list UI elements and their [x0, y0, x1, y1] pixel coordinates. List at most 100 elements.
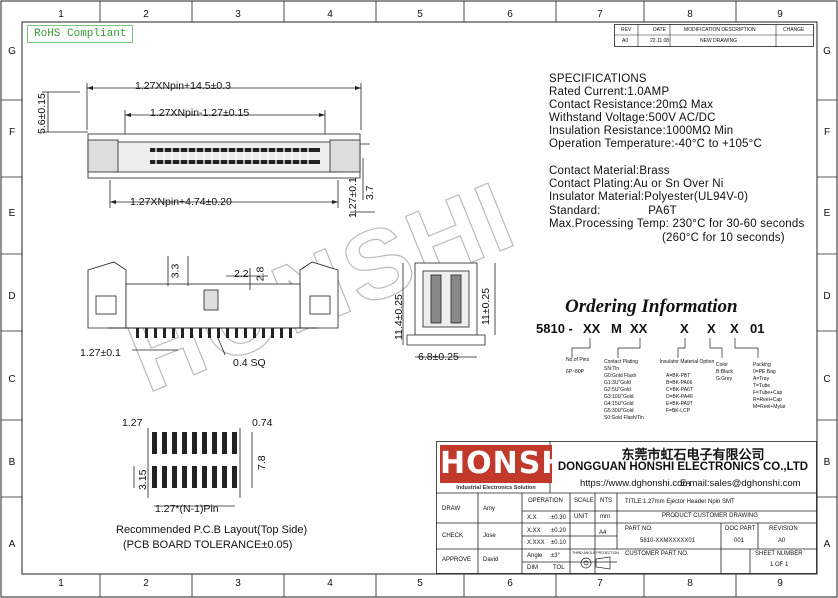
description-value: NEW DRAWING [700, 38, 738, 44]
order-pins-item: 6P~80P [566, 369, 584, 375]
pcb-dim-pitch: 1.27 [122, 417, 143, 429]
zone-letter: B [823, 457, 831, 468]
ordering-code-plating: XX [630, 321, 648, 336]
order-packing-item: T=Tube [753, 383, 771, 389]
zone-letter: E [823, 208, 831, 219]
dim-side-body-height: 11±0.25 [480, 287, 492, 325]
zone-number: 8 [687, 9, 693, 20]
zone-number: 7 [597, 9, 603, 20]
revision-table [614, 24, 814, 47]
customer-part-label: CUSTOMER PART NO. [625, 551, 689, 557]
spec-line: Contact Resistance:20mΩ Max [549, 99, 714, 111]
dim-row-height: 3.7 [364, 185, 376, 200]
order-plating-item: G4:15U"Gold [604, 401, 634, 407]
order-material-title: Insulator Material Option [659, 359, 715, 365]
order-packing-title: Packing [753, 362, 771, 368]
zone-letter: B [8, 457, 16, 468]
tol-label: X.XX [527, 528, 541, 534]
order-color-title: Color [716, 362, 728, 368]
order-packing-item: R=Reel+Cap [753, 397, 782, 403]
order-color-item: G:Grey [716, 376, 733, 382]
ordering-leader-lines [571, 338, 759, 358]
revision-label: REVISION [769, 526, 798, 532]
pcb-dim-pad-width: 0.74 [252, 417, 273, 429]
tol-header: TOL [553, 565, 565, 571]
order-plating-item: S0:Gold Flash/Tin [604, 415, 644, 421]
order-material-item: C=BK-PA6T [666, 387, 693, 393]
side-view-drawing [402, 262, 496, 358]
zone-number: 9 [777, 9, 783, 20]
order-packing-item: A=Tray [753, 376, 770, 382]
spec-line: Insulation Resistance:1000MΩ Min [549, 125, 734, 137]
company-name-en: DONGGUAN HONSHI ELECTRONICS CO.,LTD [557, 461, 809, 473]
order-plating-item: SN:Tin [604, 366, 620, 372]
ordering-code-pins: XX [583, 321, 601, 336]
revision-value: A0 [778, 538, 786, 544]
drawing-title: TITLE:1.27mm Ejector Header Npin SMT [625, 499, 735, 505]
zone-letter: D [8, 291, 16, 302]
date-value: 22.11.08 [650, 38, 670, 44]
zone-number: 9 [777, 578, 783, 589]
operation-label: OPERATION [528, 498, 563, 504]
order-plating-item: G3:10U"Gold [604, 394, 634, 400]
pcb-layout-drawing [133, 428, 253, 507]
ordering-code-material: X [680, 321, 689, 336]
material-line: Contact Plating:Au or Sn Over Ni [549, 178, 724, 190]
order-plating-item: G0:Gold Flash [604, 373, 637, 379]
zone-number: 2 [143, 578, 149, 589]
order-pins-title: No.of Pins [566, 357, 590, 363]
company-website[interactable]: https://www.dghonshi.com [580, 478, 691, 489]
zone-number: 4 [327, 9, 333, 20]
dim-height: 5.6±0.15 [36, 93, 48, 134]
order-color-item: B:Black [716, 369, 733, 375]
draw-label: DRAW [442, 506, 461, 512]
ordering-title: Ordering Information [565, 296, 738, 317]
sheet-number-value: 1 OF 1 [770, 562, 789, 568]
rev-value: A0 [622, 38, 629, 44]
zone-letter: E [8, 208, 16, 219]
zone-number: 6 [507, 578, 513, 589]
check-name: Jose [483, 533, 496, 539]
description-header: MODIFICATION DESCRIPTION [684, 27, 756, 33]
material-line: Max.Processing Temp: 230°C for 30-60 sec… [549, 218, 805, 230]
zone-letter: F [823, 127, 831, 138]
rohs-badge: RoHS Compliant [27, 25, 134, 43]
dim-3-3: 3.3 [169, 263, 182, 279]
dim-2-8: 2.8 [254, 266, 267, 282]
dim-pin-square: 0.4 SQ [233, 357, 266, 369]
part-no-label: PART NO. [625, 526, 653, 532]
ordering-code-color: X [707, 321, 716, 336]
ordering-code-m: M [611, 321, 622, 336]
zone-letter: F [8, 127, 16, 138]
zone-number: 2 [143, 9, 149, 20]
company-logo: HONSHI [440, 445, 580, 483]
doc-part-label: DOC PART [725, 526, 756, 532]
drawing-type: PRODUCT CUSTOMER DRAWING [662, 513, 758, 519]
scale-value: NTS [600, 498, 612, 504]
tol-value: ±0.20 [551, 528, 566, 534]
dim-pin-pitch: 1.27±0.1 [80, 347, 121, 359]
dim-2-2: 2.2 [234, 268, 249, 280]
company-email[interactable]: E-mail:sales@dghonshi.com [680, 478, 801, 489]
tol-value: ±0.30 [551, 515, 566, 521]
pcb-dim-pin-span: 1.27*(N-1)Pin [155, 503, 219, 515]
zone-letter: A [8, 539, 16, 550]
material-line: (260°C for 10 seconds) [662, 232, 785, 244]
unit-value: mm [600, 514, 610, 520]
check-label: CHECK [442, 533, 464, 539]
dim-label: DIM [527, 565, 538, 571]
zone-letter: C [823, 374, 831, 385]
dim-side-height: 11.4±0.25 [393, 294, 405, 340]
pcb-dim-row-spacing: 3.15 [137, 469, 149, 490]
order-packing-item: F=Tube+Cap [753, 390, 783, 396]
zone-letter: G [8, 46, 16, 57]
spec-heading: SPECIFICATIONS [549, 73, 647, 85]
company-name-cn: 东莞市虹石电子有限公司 [621, 448, 765, 463]
order-plating-item: G1:3U"Gold [604, 380, 631, 386]
material-line: Standard: PA6T [549, 205, 677, 217]
rev-header: REV [621, 27, 632, 33]
approve-label: APPROVE [442, 557, 472, 563]
approve-name: David [483, 557, 499, 563]
order-material-item: B=BK-PA66 [666, 380, 693, 386]
